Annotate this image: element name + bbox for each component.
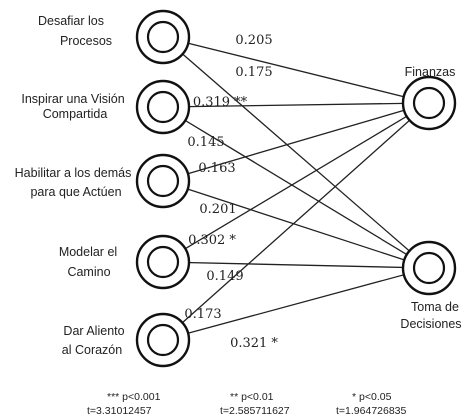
node-inner-circle [412, 86, 446, 120]
construct-node-s4 [135, 234, 191, 290]
construct-label-s3: Habilitar a los demás [15, 166, 132, 180]
outcome-label-t1: Finanzas [405, 65, 456, 79]
node-inner-circle [146, 164, 180, 198]
path-s4-t2 [162, 261, 430, 269]
path-s4-t1 [162, 102, 430, 263]
construct-label-s3: para que Actúen [30, 185, 121, 199]
coefficient-s4-t2: 0.149 [206, 269, 243, 284]
path-s2-t1 [162, 102, 430, 108]
node-inner-circle [146, 90, 180, 124]
coefficient-s2-t2: 0.145 [187, 135, 224, 150]
coefficients-layer: 0.205 0.175 0.319 ** 0.145 0.163 0.201 0.302 *… [184, 33, 278, 351]
construct-label-s5: Dar Aliento [63, 324, 124, 338]
coefficient-s2-t1: 0.319 ** [193, 95, 248, 110]
construct-node-s2 [135, 79, 191, 135]
construct-label-s1: Procesos [60, 34, 112, 48]
construct-label-s1: Desafiar los [38, 14, 104, 28]
construct-node-s3 [135, 153, 191, 209]
path-s3-t1 [162, 102, 430, 182]
coefficient-s5-t1: 0.173 [184, 307, 221, 322]
footnote-t-value: t=2.585711627 [220, 405, 290, 417]
footnote-significance: *** p<0.001 [107, 391, 161, 403]
outcome-node-t2 [401, 240, 457, 296]
footnote-significance: ** p<0.01 [230, 391, 274, 403]
construct-node-s5 [135, 312, 191, 368]
outcome-label-t2: Decisiones [400, 317, 461, 331]
path-s2-t2 [162, 106, 430, 269]
coefficient-s3-t2: 0.201 [199, 202, 236, 217]
coefficient-s1-t1: 0.205 [235, 33, 272, 48]
construct-label-s2: Inspirar una Visión [21, 92, 124, 106]
path-s1-t1 [162, 36, 430, 104]
footnotes: *** p<0.001 t=3.31012457 ** p<0.01 t=2.5857… [87, 391, 407, 417]
node-inner-circle [146, 20, 180, 54]
construct-label-s4: Modelar el [59, 245, 117, 259]
footnote-t-value: t=1.964726835 [336, 405, 407, 417]
edges-layer [162, 36, 430, 341]
construct-node-s1 [135, 9, 191, 65]
coefficient-s5-t2: 0.321 * [230, 336, 278, 351]
coefficient-s3-t1: 0.163 [198, 161, 235, 176]
footnote-significance: * p<0.05 [352, 391, 392, 403]
construct-label-s4: Camino [67, 265, 110, 279]
path-s1-t2 [162, 36, 430, 269]
footnote-t-value: t=3.31012457 [87, 405, 152, 417]
path-s5-t1 [162, 102, 430, 341]
construct-label-s5: al Corazón [62, 343, 122, 357]
outcome-node-t1 [401, 75, 457, 131]
path-s3-t2 [162, 180, 430, 269]
node-inner-circle [146, 323, 180, 357]
coefficient-s4-t1: 0.302 * [188, 233, 236, 248]
construct-label-s2: Compartida [43, 107, 108, 121]
outcome-label-t2: Toma de [411, 300, 459, 314]
nodes-layer [135, 9, 457, 368]
node-inner-circle [412, 251, 446, 285]
node-inner-circle [146, 245, 180, 279]
path-s5-t2 [162, 267, 430, 341]
coefficient-s1-t2: 0.175 [235, 65, 272, 80]
